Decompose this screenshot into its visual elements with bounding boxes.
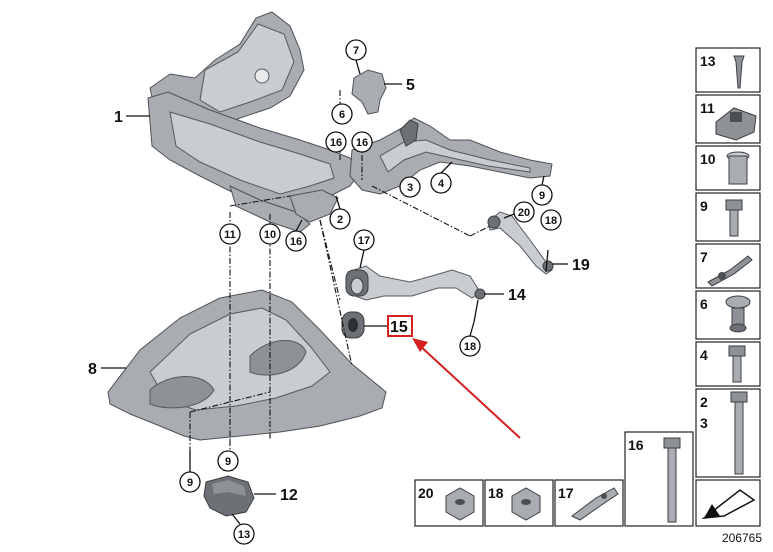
front-axle-subframe — [147, 11, 553, 233]
svg-text:2: 2 — [337, 214, 343, 226]
svg-text:6: 6 — [339, 109, 345, 121]
svg-text:7: 7 — [353, 45, 359, 57]
svg-text:11: 11 — [224, 229, 236, 241]
svg-text:4: 4 — [438, 178, 445, 190]
callout-10: 10 — [259, 223, 281, 245]
screw-icon — [733, 55, 745, 89]
legend-3: 3 — [700, 415, 708, 431]
diagram-reference-number: 206765 — [722, 531, 762, 545]
svg-text:13: 13 — [238, 529, 250, 541]
svg-text:20: 20 — [518, 207, 530, 219]
red-arrow — [412, 338, 521, 439]
legend-20: 20 — [418, 485, 434, 501]
control-arm — [341, 211, 554, 339]
svg-text:18: 18 — [545, 215, 557, 227]
callout-6: 6 — [331, 103, 353, 125]
callout-16-b: 16 — [351, 131, 373, 153]
legend-9: 9 — [700, 198, 708, 214]
long-bolt-icon — [730, 391, 748, 403]
legend-7: 7 — [700, 249, 708, 265]
callout-2: 2 — [329, 208, 351, 230]
legend-4: 4 — [700, 347, 708, 363]
callout-9-c: 9 — [217, 450, 239, 472]
callout-5: 5 — [406, 77, 415, 94]
highlight-box — [387, 315, 413, 337]
callout-11: 11 — [219, 223, 241, 245]
underbody-shield — [107, 289, 387, 441]
svg-text:16: 16 — [290, 236, 302, 248]
bolt-short-icon — [728, 345, 746, 357]
callout-4: 4 — [430, 172, 452, 194]
callout-9-a: 9 — [531, 184, 553, 206]
bottom-parts-row: 20 18 17 16 — [414, 431, 694, 527]
callout-3: 3 — [399, 176, 421, 198]
callout-1: 1 — [114, 109, 123, 126]
callout-17: 17 — [353, 229, 375, 251]
legend-18: 18 — [488, 485, 504, 501]
callout-14: 14 — [508, 287, 526, 304]
svg-text:18: 18 — [464, 341, 476, 353]
legend-11: 11 — [700, 100, 715, 116]
callout-16-a: 16 — [325, 131, 347, 153]
callout-13: 13 — [233, 523, 255, 545]
svg-text:16: 16 — [356, 137, 368, 149]
callout-18-a: 18 — [540, 209, 562, 231]
legend-13: 13 — [700, 53, 716, 69]
cage-nut-icon — [715, 107, 757, 141]
svg-text:10: 10 — [264, 229, 276, 241]
callout-16-c: 16 — [285, 230, 307, 252]
long-hex-bolt-icon — [663, 437, 681, 449]
legend-column: 13 11 10 9 7 6 4 2 3 — [695, 47, 761, 527]
legend-10: 10 — [700, 151, 716, 167]
callout-12: 12 — [280, 487, 298, 504]
callout-20: 20 — [513, 201, 535, 223]
svg-text:16: 16 — [330, 137, 342, 149]
push-rivet-icon — [725, 295, 751, 309]
legend-6: 6 — [700, 296, 708, 312]
svg-text:3: 3 — [407, 182, 413, 194]
callout-8: 8 — [88, 361, 97, 378]
legend-16: 16 — [628, 437, 644, 453]
rubber-pad — [203, 475, 255, 517]
circled-callouts: 7 6 16 16 3 4 9 2 20 18 17 11 10 16 18 9… — [179, 39, 562, 545]
callout-9-b: 9 — [179, 471, 201, 493]
bolt-icon — [725, 199, 743, 211]
svg-text:9: 9 — [187, 477, 193, 489]
callout-7: 7 — [345, 39, 367, 61]
sleeve-nut-icon — [728, 155, 748, 185]
plain-callouts: 1 5 8 12 14 19 15 — [88, 77, 590, 504]
svg-text:9: 9 — [539, 190, 545, 202]
callout-15: 15 — [390, 319, 408, 336]
callout-19: 19 — [572, 257, 590, 274]
dash-dot-leaders — [189, 90, 491, 458]
svg-text:17: 17 — [358, 235, 370, 247]
svg-text:9: 9 — [225, 456, 231, 468]
callout-18-b: 18 — [459, 335, 481, 357]
legend-17: 17 — [558, 485, 574, 501]
legend-2: 2 — [700, 394, 708, 410]
